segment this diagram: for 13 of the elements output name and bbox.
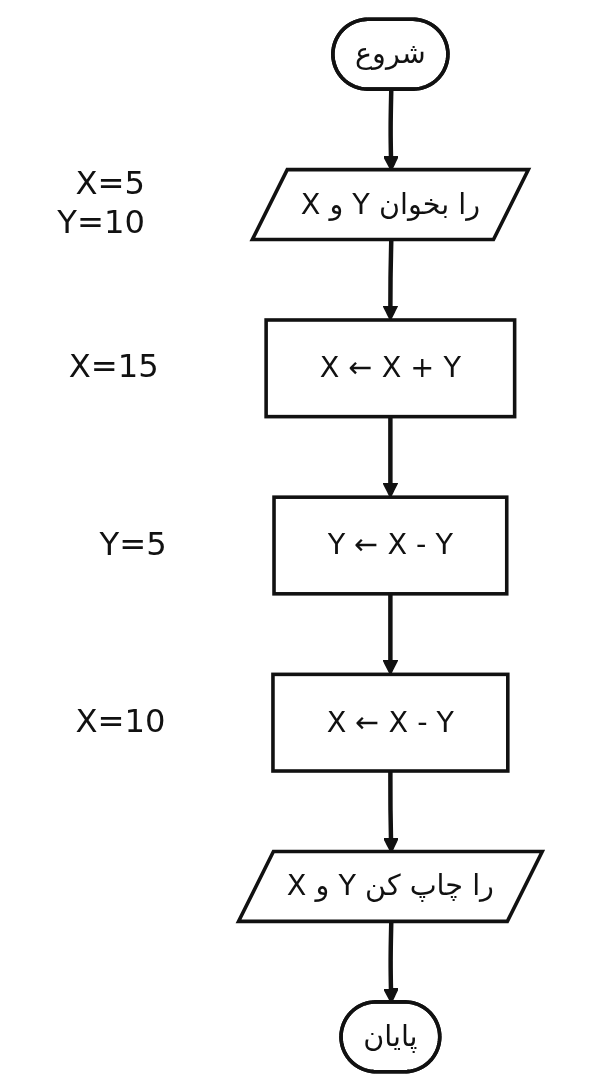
terminal-oval: پایان bbox=[339, 1000, 442, 1074]
input-output-parallelogram: X و Y را بخوان bbox=[249, 167, 532, 242]
process-box: X ← X + Y bbox=[264, 318, 517, 419]
input-output-parallelogram: X و Y را چاپ کن bbox=[235, 849, 546, 924]
process-box: Y ← X - Y bbox=[272, 495, 509, 596]
arrow bbox=[382, 416, 399, 498]
value-annotation: Y=5 bbox=[99, 524, 167, 563]
value-annotation: X=10 bbox=[75, 701, 166, 740]
value-annotation: Y=10 bbox=[57, 203, 145, 242]
value-annotation: X=5 bbox=[75, 163, 145, 202]
process-box: X ← X - Y bbox=[271, 672, 510, 773]
value-annotation: X=15 bbox=[68, 347, 159, 386]
terminal-oval: شروع bbox=[331, 17, 450, 91]
